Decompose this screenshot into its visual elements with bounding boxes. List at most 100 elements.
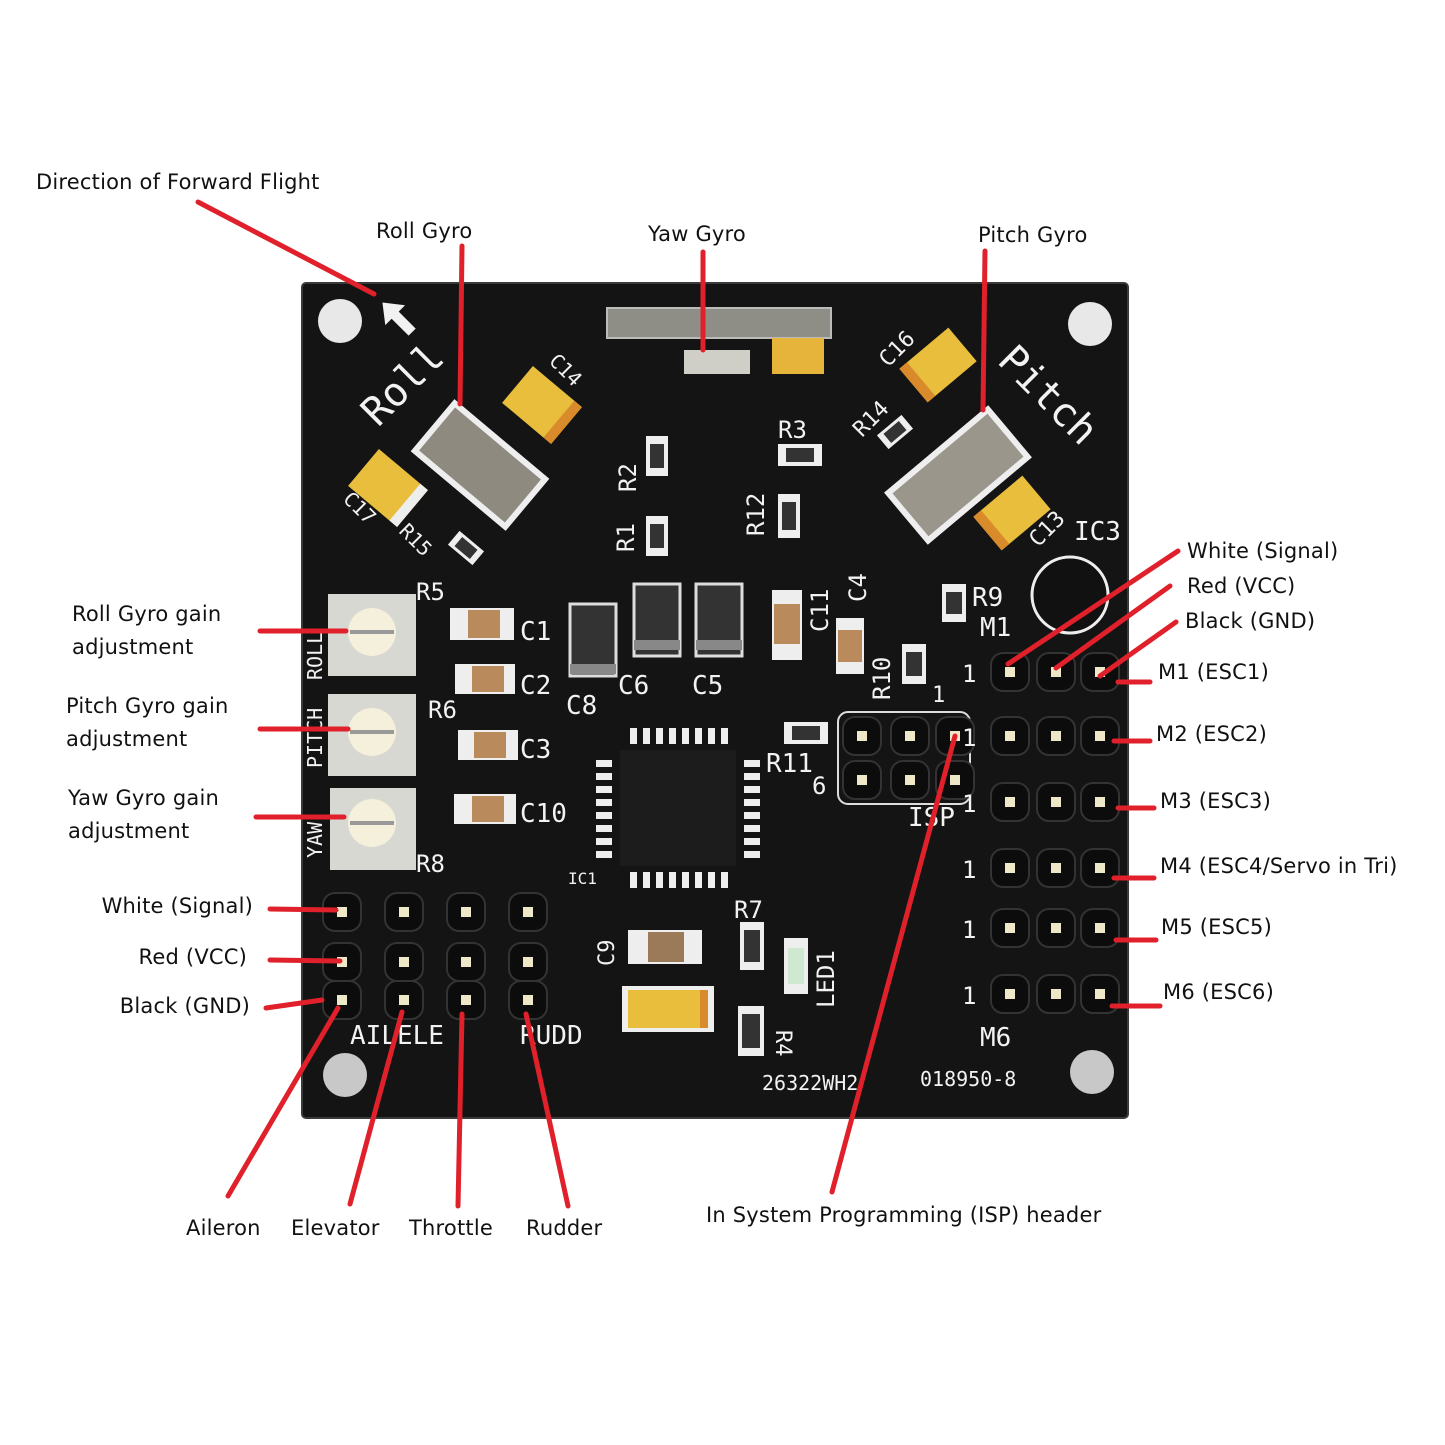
callout-throttle (455, 1011, 465, 1209)
isp-pin (890, 716, 930, 756)
silk-m1: M1 (980, 613, 1011, 643)
silk-pot-pitch: PITCH (303, 708, 327, 768)
silk-r11: R11 (766, 749, 813, 779)
silk-isp-pin6: 6 (812, 772, 826, 800)
motor-output-pin (990, 782, 1030, 822)
mounting-hole-top-left (318, 299, 362, 343)
callout-right-white (1005, 548, 1181, 667)
callout-rudder (523, 1011, 571, 1209)
motor-output-pin (1080, 782, 1120, 822)
mounting-hole-top-right (1068, 302, 1112, 346)
label-direction-forward-flight: Direction of Forward Flight (36, 170, 320, 194)
label-m3-esc3: M3 (ESC3) (1160, 789, 1271, 813)
resistor-r1 (646, 516, 668, 556)
silk-pot-roll: ROLL (303, 632, 327, 680)
cap-c5 (694, 582, 744, 658)
ic1-pin (744, 786, 760, 793)
silk-r6: R6 (428, 696, 457, 724)
yaw-gyro-chip (684, 350, 750, 374)
cap-tantalum-bottom (622, 986, 714, 1032)
isp-pin (842, 716, 882, 756)
callout-roll-gyro (457, 243, 465, 407)
ic1-pin (669, 728, 676, 744)
silk-code2: 018950-8 (920, 1067, 1016, 1091)
callout-elevator (347, 1009, 405, 1207)
silk-r8: R8 (416, 850, 445, 878)
resistor-r15 (447, 530, 485, 566)
silk-code1: 26322WH2 (762, 1071, 858, 1095)
ic1-pin (630, 728, 637, 744)
silk-c3: C3 (520, 735, 551, 765)
silk-r4: R4 (770, 1030, 795, 1057)
rx-input-pin (446, 942, 486, 982)
resistor-r7 (740, 922, 764, 970)
motor-output-pin (1036, 716, 1076, 756)
silk-c11: C11 (806, 589, 834, 632)
rx-input-pin (508, 892, 548, 932)
cap-c14 (502, 366, 582, 444)
motor-output-pin (990, 652, 1030, 692)
silk-pot-yaw: YAW (303, 821, 327, 858)
silk-pin1: 1 (962, 916, 976, 944)
callout-right-black (1097, 619, 1179, 679)
silk-c8: C8 (566, 691, 597, 721)
resistor-r4 (738, 1006, 764, 1056)
label-left-white-signal: White (Signal) (101, 894, 253, 918)
ic1-pin (596, 825, 612, 832)
silk-led1: LED1 (812, 950, 840, 1008)
rx-input-pin (384, 942, 424, 982)
label-m1-esc1: M1 (ESC1) (1158, 660, 1269, 684)
callout-right-red (1053, 583, 1173, 671)
label-throttle: Throttle (409, 1216, 493, 1240)
trimpot-roll (328, 594, 416, 676)
rx-input-pin (384, 980, 424, 1020)
ic1-pin (596, 773, 612, 780)
callout-aileron (225, 1005, 341, 1199)
silk-r5: R5 (416, 578, 445, 606)
label-m6-esc6: M6 (ESC6) (1163, 980, 1274, 1004)
resistor-r10 (902, 644, 926, 684)
label-m2-esc2: M2 (ESC2) (1156, 722, 1267, 746)
label-right-black-gnd: Black (GND) (1185, 609, 1316, 633)
cap-c17 (348, 449, 428, 527)
silk-r10: R10 (868, 657, 896, 700)
roll-gyro-component (410, 399, 550, 531)
silk-c2: C2 (520, 671, 551, 701)
callout-left-white (267, 906, 339, 913)
ic1-pin (596, 786, 612, 793)
silk-pin1: 1 (962, 790, 976, 818)
callout-isp (829, 733, 958, 1195)
label-isp-header: In System Programming (ISP) header (706, 1203, 1102, 1227)
label-yaw-gain: Yaw Gyro gain adjustment (68, 782, 219, 848)
ic1-pin (708, 872, 715, 888)
motor-output-pin (1080, 974, 1120, 1014)
label-roll-gyro: Roll Gyro (376, 219, 473, 243)
label-yaw-gain-line1: Yaw Gyro gain (68, 786, 219, 810)
silk-c1: C1 (520, 617, 551, 647)
rx-input-pin (508, 980, 548, 1020)
label-roll-gain: Roll Gyro gain adjustment (72, 598, 221, 664)
cap-c4 (836, 618, 864, 674)
silk-c9: C9 (595, 940, 620, 967)
cap-c11 (772, 590, 802, 660)
motor-output-pin (1036, 782, 1076, 822)
motor-output-pin (1036, 848, 1076, 888)
motor-output-pin (990, 716, 1030, 756)
yaw-gyro-cap (772, 338, 824, 374)
ic1-pin (656, 872, 663, 888)
cap-c16 (899, 327, 977, 403)
label-right-red-vcc: Red (VCC) (1187, 574, 1296, 598)
resistor-r12 (778, 494, 800, 538)
ic1-pin (708, 728, 715, 744)
silk-ic1: IC1 (568, 869, 597, 888)
resistor-r2 (646, 436, 668, 476)
rx-input-pin (446, 892, 486, 932)
label-m5-esc5: M5 (ESC5) (1161, 915, 1272, 939)
resistor-r11 (784, 722, 828, 744)
silk-pin1: 1 (962, 660, 976, 688)
label-aileron: Aileron (186, 1216, 261, 1240)
label-pitch-gyro: Pitch Gyro (978, 223, 1088, 247)
silk-r9: R9 (972, 583, 1003, 613)
rx-input-pin (384, 892, 424, 932)
